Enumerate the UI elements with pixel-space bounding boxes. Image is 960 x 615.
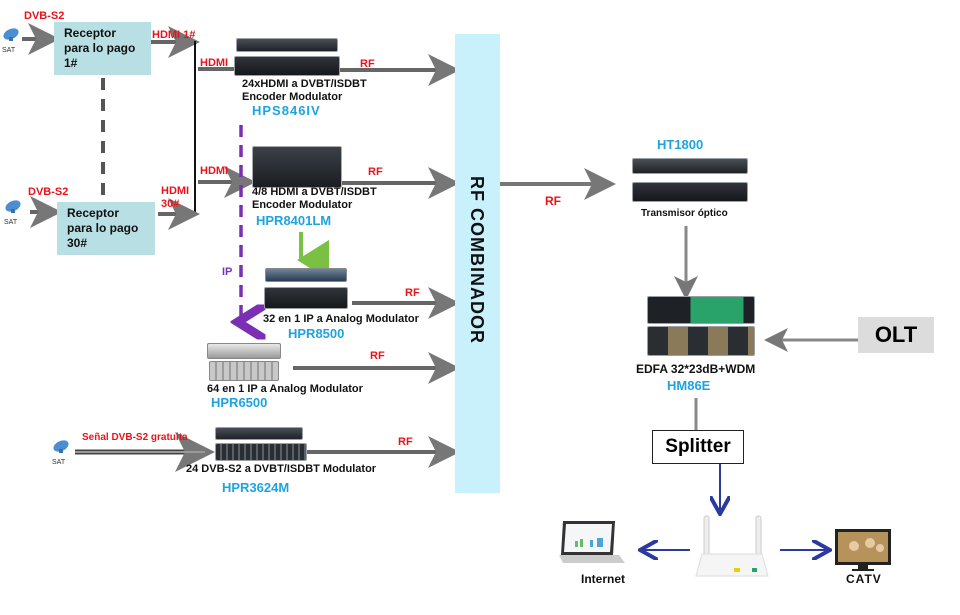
- splitter-box: Splitter: [652, 430, 744, 464]
- mod4-desc: 64 en 1 IP a Analog Modulator: [207, 383, 363, 395]
- dvbs2-label-1: DVB-S2: [24, 10, 65, 22]
- receiver-name-line: para lo pago: [67, 221, 139, 235]
- laptop-icon: [559, 521, 625, 563]
- rf-combiner: RF COMBINADOR: [455, 34, 500, 493]
- laptop: [557, 519, 627, 567]
- satellite-dish-1: SAT: [2, 26, 22, 54]
- sat-label: SAT: [4, 219, 18, 226]
- mod4-model: HPR6500: [211, 395, 268, 410]
- mod1-device-rear: [234, 56, 340, 76]
- catv-label: CATV: [846, 572, 882, 586]
- receiver-box-2: Receptor para lo pago 30#: [57, 202, 155, 255]
- edfa-model: HM86E: [667, 378, 711, 393]
- satellite-dish-3: SAT: [52, 438, 72, 466]
- mod4-device-front: [207, 343, 281, 359]
- rf-combiner-label: RF COMBINADOR: [467, 176, 487, 344]
- hdmi-1-label: HDMI 1#: [152, 29, 196, 41]
- transmitter-model: HT1800: [657, 137, 704, 152]
- mod5-model: HPR3624M: [222, 480, 290, 495]
- mod1-device-front: [236, 38, 338, 52]
- satellite-dish-icon: [53, 440, 69, 453]
- mod1-desc-line: 24xHDMI a DVBT/ISDBT: [242, 78, 367, 90]
- hdmi-30-label: HDMI 30#: [161, 185, 189, 211]
- receiver-name-line: 1#: [64, 56, 78, 70]
- olt-box: OLT: [858, 317, 934, 353]
- satellite-dish-icon: [5, 200, 21, 213]
- hdmi-30-line: 30#: [161, 198, 180, 210]
- ip-purple-label: IP: [222, 266, 233, 278]
- transmitter-desc: Transmisor óptico: [641, 208, 728, 219]
- mod2-desc: 4/8 HDMI a DVBT/ISDBT Encoder Modulator: [252, 186, 377, 212]
- edfa-device-front: [647, 296, 755, 324]
- mod4-device-rear: [209, 361, 279, 381]
- mod1-model: HPS846IV: [252, 103, 321, 118]
- mod2-model: HPR8401LM: [256, 213, 332, 228]
- satellite-dish-icon: [3, 28, 19, 41]
- receiver-name-line: Receptor: [67, 206, 120, 220]
- mod5-device-front: [215, 427, 303, 440]
- transmitter-device-front: [632, 158, 748, 174]
- transmitter-device-rear: [632, 182, 748, 202]
- edfa-desc: EDFA 32*23dB+WDM: [636, 362, 756, 376]
- edfa-device-rear: [647, 326, 755, 356]
- mod2-desc-line: 4/8 HDMI a DVBT/ISDBT: [252, 186, 377, 198]
- sat-label: SAT: [52, 459, 66, 466]
- mod3-model: HPR8500: [288, 326, 345, 341]
- mod3-desc: 32 en 1 IP a Analog Modulator: [263, 313, 419, 325]
- dvbs2-label-2: DVB-S2: [28, 186, 69, 198]
- receiver-box-1: Receptor para lo pago 1#: [54, 22, 151, 75]
- mod5-input-label: Señal DVB-S2 gratuita: [82, 432, 188, 443]
- mod1-desc-line: Encoder Modulator: [242, 91, 343, 103]
- mod5-device-rear: [215, 443, 307, 461]
- mod5-rf-label: RF: [398, 436, 413, 448]
- router-icon: [695, 515, 769, 577]
- receiver-name-line: para lo pago: [64, 41, 136, 55]
- mod2-device: [252, 146, 342, 188]
- mod3-device-rear: [264, 287, 348, 309]
- ip-green-label: IP: [315, 248, 326, 260]
- combiner-rf-label: RF: [545, 194, 561, 208]
- mod1-input-label: HDMI: [200, 57, 229, 69]
- tv: [834, 528, 892, 572]
- hdmi-30-line: HDMI: [161, 185, 190, 197]
- onu-router: [694, 512, 770, 582]
- receiver-name-line: 30#: [67, 236, 88, 250]
- mod1-rf-label: RF: [360, 58, 375, 70]
- internet-label: Internet: [581, 572, 626, 586]
- satellite-dish-2: SAT: [4, 198, 24, 226]
- tv-icon: [835, 529, 891, 571]
- mod4-rf-label: RF: [370, 350, 385, 362]
- mod2-input-label: HDMI: [200, 165, 229, 177]
- mod3-device-front: [265, 268, 347, 282]
- mod3-rf-label: RF: [405, 287, 420, 299]
- mod2-rf-label: RF: [368, 166, 383, 178]
- sat-label: SAT: [2, 47, 16, 54]
- mod2-desc-line: Encoder Modulator: [252, 199, 353, 211]
- mod5-desc: 24 DVB-S2 a DVBT/ISDBT Modulator: [186, 463, 377, 475]
- receiver-name-line: Receptor: [64, 26, 117, 40]
- mod1-desc: 24xHDMI a DVBT/ISDBT Encoder Modulator: [242, 78, 367, 104]
